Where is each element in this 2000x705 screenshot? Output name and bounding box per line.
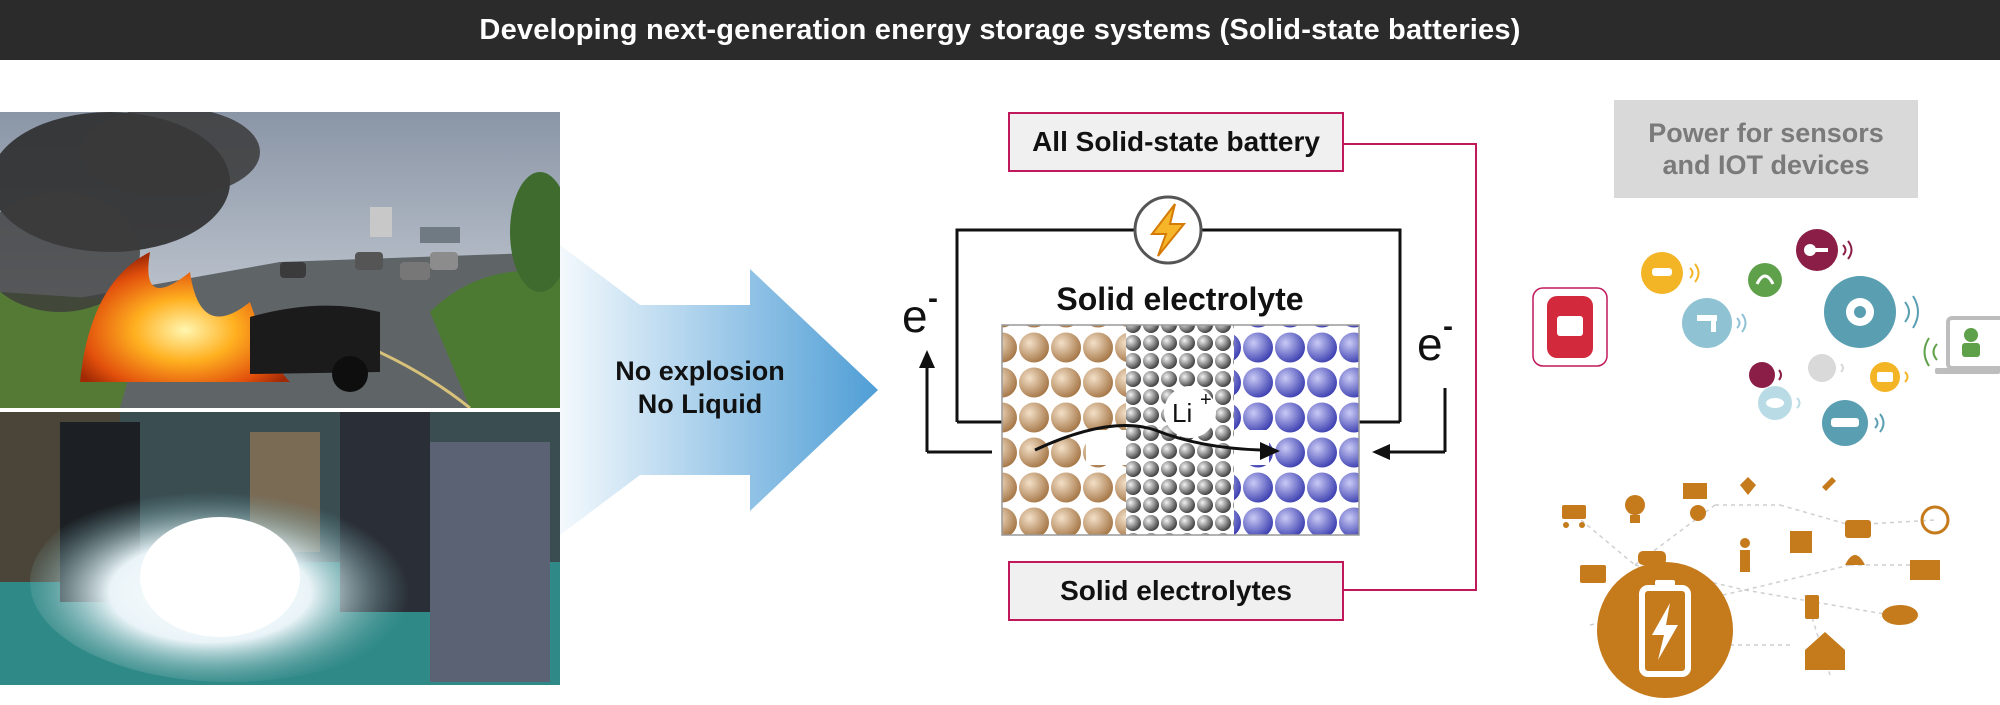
- car-icon: [1638, 551, 1666, 565]
- page-title: Developing next-generation energy storag…: [0, 0, 2000, 60]
- globe-icon: [1920, 505, 1950, 535]
- camera-icon: [1845, 520, 1871, 538]
- fridge-icon: [1805, 595, 1819, 619]
- transition-arrow: [560, 245, 880, 535]
- electron-right-label: e: [1417, 318, 1443, 370]
- electron-left-label: e: [902, 290, 928, 342]
- tv-icon: [1580, 565, 1606, 583]
- iot-network-cluster: [1540, 465, 1960, 700]
- faucet-icon: [1682, 298, 1732, 348]
- iot-devices-cluster: [1525, 220, 2000, 460]
- cloud-icon: [1882, 605, 1918, 625]
- callout-solid-electrolytes: Solid electrolytes: [1008, 561, 1344, 621]
- callout-all-solid-state-battery: All Solid-state battery: [1008, 112, 1344, 172]
- arrow-caption-line1: No explosion: [615, 356, 785, 386]
- house-icon: [1805, 632, 1845, 670]
- plant-icon: [1845, 555, 1865, 565]
- ion-label: Li: [1172, 398, 1192, 428]
- arrow-caption-line2: No Liquid: [637, 389, 763, 419]
- watch-icon: [1532, 287, 1608, 367]
- electron-right-sign: -: [1443, 310, 1453, 343]
- arrow-caption: No explosion No Liquid: [585, 355, 815, 421]
- bulb-icon: [1625, 495, 1645, 523]
- sensors-label-line1: Power for sensors: [1648, 118, 1884, 148]
- sensors-label-box: Power for sensors and IOT devices: [1614, 100, 1918, 198]
- battery-diagram: Solid electrolyte e - e - Li +: [890, 190, 1460, 540]
- camera-icon: [1808, 354, 1836, 382]
- electron-left-sign: -: [928, 282, 938, 315]
- mail-icon: [1683, 483, 1707, 499]
- factory-icon: [1910, 560, 1940, 580]
- pin-icon: [1690, 505, 1706, 521]
- laptop-icon: [1935, 316, 2000, 374]
- electrolyte-label: Solid electrolyte: [1056, 281, 1303, 317]
- sensors-label-line2: and IOT devices: [1662, 150, 1870, 180]
- battery-hub-icon: [1597, 562, 1733, 698]
- person-icon: [1740, 538, 1750, 572]
- cart-icon: [1562, 505, 1586, 528]
- heart-icon: [1740, 477, 1756, 495]
- battery-explosion-photo: [0, 412, 560, 685]
- plane-icon: [1822, 477, 1836, 491]
- callout-connector: [1344, 143, 1477, 591]
- headphones-icon: [1748, 263, 1782, 297]
- battery-small-icon: [1749, 362, 1775, 388]
- building-icon: [1790, 531, 1812, 553]
- car-fire-photo: [0, 112, 560, 408]
- ion-sign: +: [1200, 389, 1212, 411]
